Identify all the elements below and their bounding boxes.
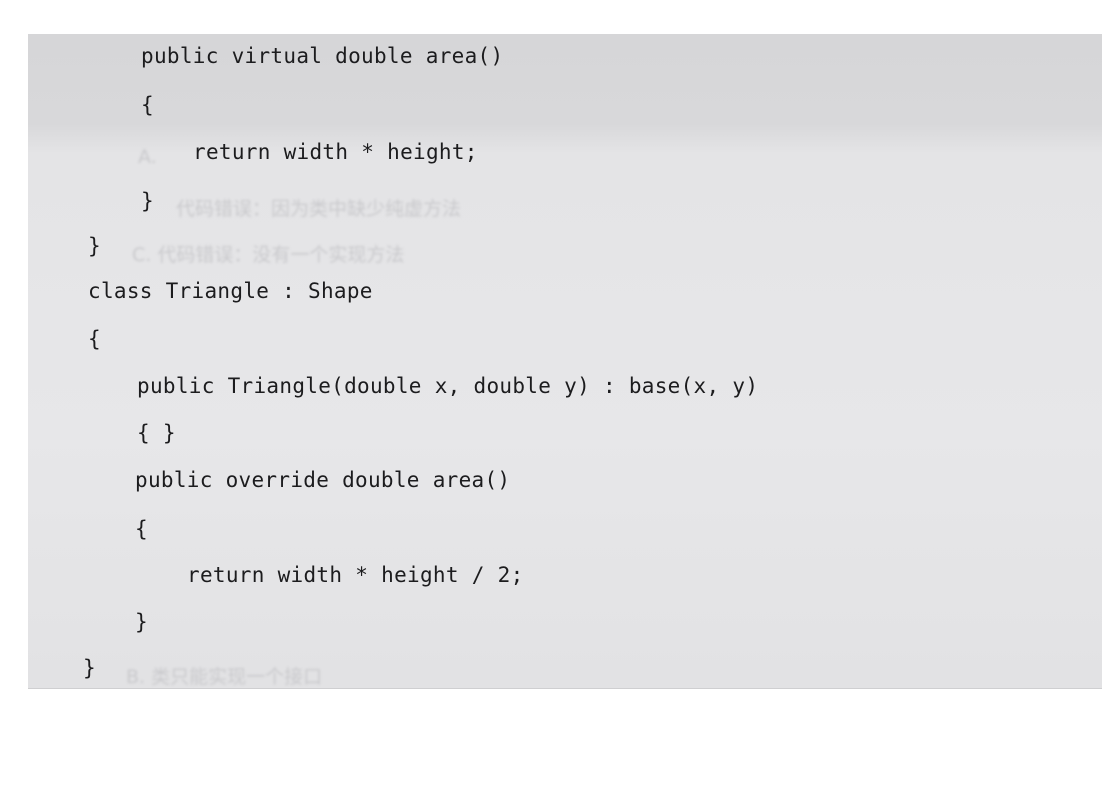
bleed-through-text: A. xyxy=(138,146,157,168)
code-line-close-brace: } xyxy=(141,189,154,213)
bleed-through-text: B. 类只能实现一个接口 xyxy=(126,666,323,688)
code-line-return: return width * height; xyxy=(193,140,478,164)
code-line-return: return width * height / 2; xyxy=(187,563,524,587)
code-line-open-brace: { xyxy=(88,327,101,351)
code-line-constructor: public Triangle(double x, double y) : ba… xyxy=(137,374,759,398)
code-line-override-signature: public override double area() xyxy=(135,468,511,492)
code-panel: A. 代码错误：因为类中缺少纯虚方法 C. 代码错误：没有一个实现方法 B. 类… xyxy=(28,34,1102,689)
code-line-open-brace: { xyxy=(135,517,148,541)
code-line-class-declaration: class Triangle : Shape xyxy=(88,279,373,303)
bleed-through-text: C. 代码错误：没有一个实现方法 xyxy=(132,244,405,266)
bleed-through-text: 代码错误：因为类中缺少纯虚方法 xyxy=(176,198,462,220)
code-line-close-brace: } xyxy=(135,610,148,634)
code-line-open-brace: { xyxy=(141,93,154,117)
code-line-close-brace: } xyxy=(83,656,96,680)
code-line-empty-body: { } xyxy=(137,421,176,445)
code-line-method-signature: public virtual double area() xyxy=(141,44,504,68)
code-line-close-brace: } xyxy=(88,234,101,258)
